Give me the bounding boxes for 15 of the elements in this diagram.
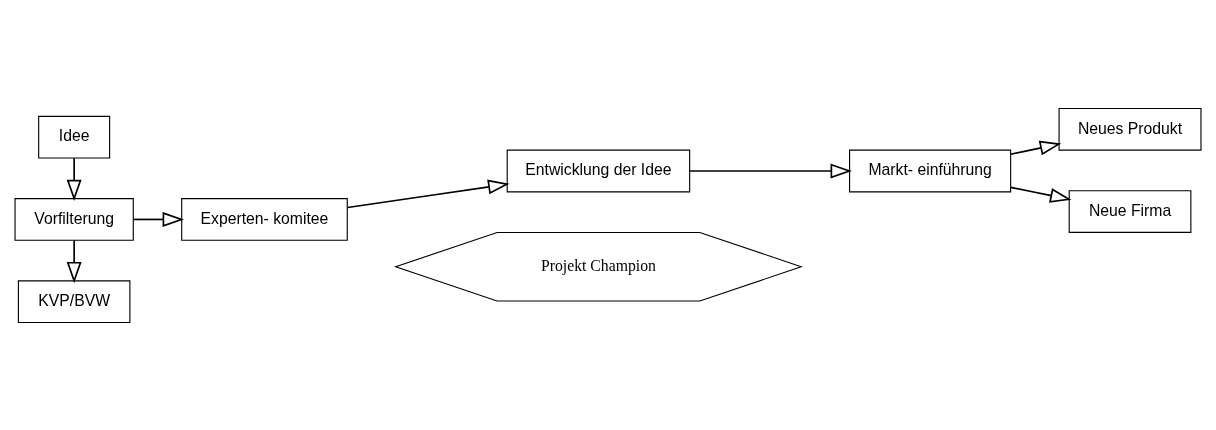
- node-box: KVP/BVW: [17, 279, 131, 323]
- arrow: [66, 239, 82, 283]
- node-box: Neues Produkt: [1058, 107, 1202, 151]
- node-box: Experten- komitee: [181, 197, 348, 241]
- arrow: [66, 156, 82, 201]
- node-box: Idee: [38, 115, 111, 159]
- node-box: Entwicklung der Idee: [506, 149, 691, 192]
- node-box: Vorfilterung: [14, 197, 134, 241]
- arrow: [1009, 140, 1062, 155]
- arrow: [1009, 186, 1072, 203]
- arrow: [689, 163, 852, 178]
- arrow: [346, 179, 510, 208]
- node-box: Neue Firma: [1068, 189, 1192, 233]
- arrow: [132, 211, 184, 227]
- node-box: Markt- einführung: [849, 149, 1012, 192]
